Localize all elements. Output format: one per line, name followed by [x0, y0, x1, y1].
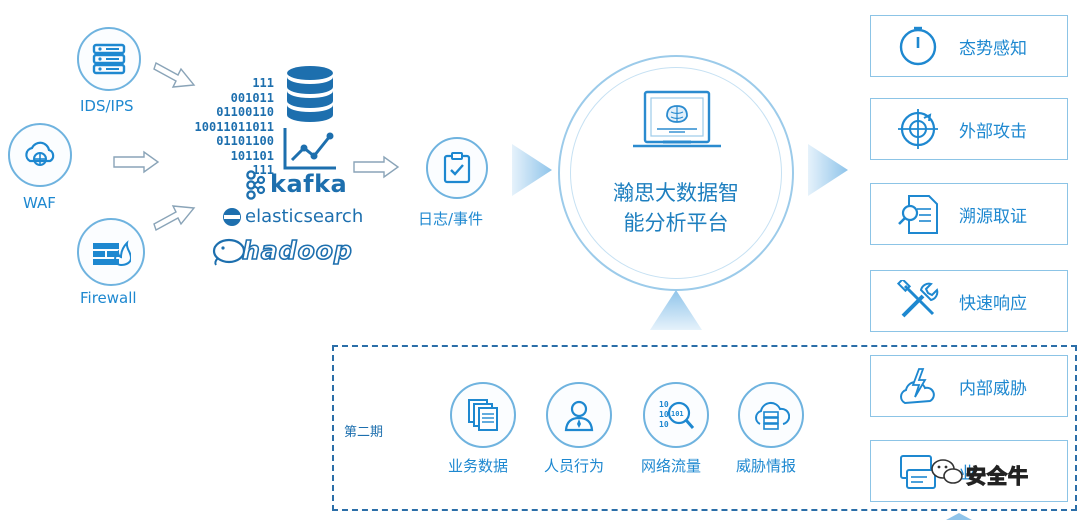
ids-ips-icon: [77, 27, 141, 91]
network-traffic-label: 网络流量: [641, 457, 702, 475]
wechat-icon: [931, 459, 963, 484]
logs-events-icon: [426, 137, 488, 199]
svg-text:10: 10: [659, 420, 669, 429]
platform-title-line2: 能分析平台: [623, 211, 729, 235]
hadoop-label: hadoop: [241, 235, 353, 266]
kafka-logo-icon: [246, 170, 266, 200]
database-icon: [287, 66, 333, 122]
capability-label: 内部威胁: [959, 379, 1027, 399]
binary-line: 001011: [230, 90, 274, 105]
capability-external-attack: 外部攻击: [870, 98, 1068, 160]
capability-internal-threat: 内部威胁: [870, 355, 1068, 417]
watermark-label: 安全牛: [965, 463, 1029, 488]
business-data-label: 业务数据: [448, 457, 509, 475]
flow-triangle-right-icon: [808, 144, 848, 196]
waf-label: WAF: [23, 194, 56, 212]
person-behavior-label: 人员行为: [544, 457, 605, 475]
waf-icon: [8, 123, 72, 187]
capability-label: 业: [959, 464, 976, 484]
ids-arrow-icon: [153, 61, 196, 88]
platform-title-line1: 瀚思大数据智: [613, 181, 739, 205]
svg-text:10: 10: [659, 400, 669, 409]
binary-line: 01101100: [216, 134, 274, 148]
screen-icon: [900, 455, 936, 489]
firewall-arrow-icon: [153, 205, 196, 232]
threat-intel-label: 威胁情报: [736, 457, 797, 475]
analytics-platform-inner-ring: [570, 67, 782, 279]
binary-line: 10011011011: [194, 119, 274, 134]
elasticsearch-label: elasticsearch: [245, 206, 364, 227]
flow-triangle-left-icon: [512, 144, 552, 196]
waf-arrow-icon: [113, 150, 160, 174]
phase2-container: [332, 345, 1077, 511]
firewall-label: Firewall: [80, 289, 137, 307]
capability-rapid-response: 快速响应: [870, 270, 1068, 332]
hadoop-elephant-icon: [212, 238, 246, 266]
person-behavior-icon: [546, 382, 612, 448]
threat-intel-icon: [738, 382, 804, 448]
binary-data-text: 111 001011 01100110 10011011011 01101100…: [180, 76, 274, 178]
binary-line: 111: [252, 76, 274, 90]
binary-line: 111: [252, 163, 274, 177]
network-traffic-icon: 10 10 10 101: [643, 382, 709, 448]
target-icon: [898, 109, 938, 149]
svg-text:10: 10: [659, 410, 669, 419]
svg-text:101: 101: [671, 410, 684, 418]
line-chart-icon: [283, 128, 336, 170]
binary-line: 101101: [230, 148, 274, 163]
platform-title: 瀚思大数据智 能分析平台: [584, 178, 768, 238]
kafka-label: kafka: [270, 170, 348, 198]
capability-business: 业: [870, 440, 1068, 502]
phase2-title: 第二期: [344, 425, 384, 440]
timer-icon: [899, 26, 937, 66]
elasticsearch-logo-icon: [223, 208, 241, 226]
capability-forensics: 溯源取证: [870, 183, 1068, 245]
binary-line: 01100110: [216, 105, 274, 119]
capability-label: 快速响应: [959, 294, 1027, 314]
business-data-icon: [450, 382, 516, 448]
flow-triangle-up-icon: [650, 290, 702, 330]
capability-label: 外部攻击: [959, 122, 1027, 142]
tools-icon: [897, 280, 939, 318]
stack-arrow-icon: [353, 155, 400, 179]
brain-monitor-icon: [633, 90, 721, 148]
cloud-lightning-icon: [900, 368, 935, 405]
logs-events-label: 日志/事件: [418, 210, 484, 228]
capability-label: 溯源取证: [959, 207, 1027, 227]
ids-ips-label: IDS/IPS: [80, 97, 134, 115]
bottom-triangle-icon: [946, 513, 972, 520]
firewall-icon: [77, 218, 145, 286]
document-search-icon: [898, 195, 938, 234]
capability-situational-awareness: 态势感知: [870, 15, 1068, 77]
capability-label: 态势感知: [959, 39, 1027, 59]
